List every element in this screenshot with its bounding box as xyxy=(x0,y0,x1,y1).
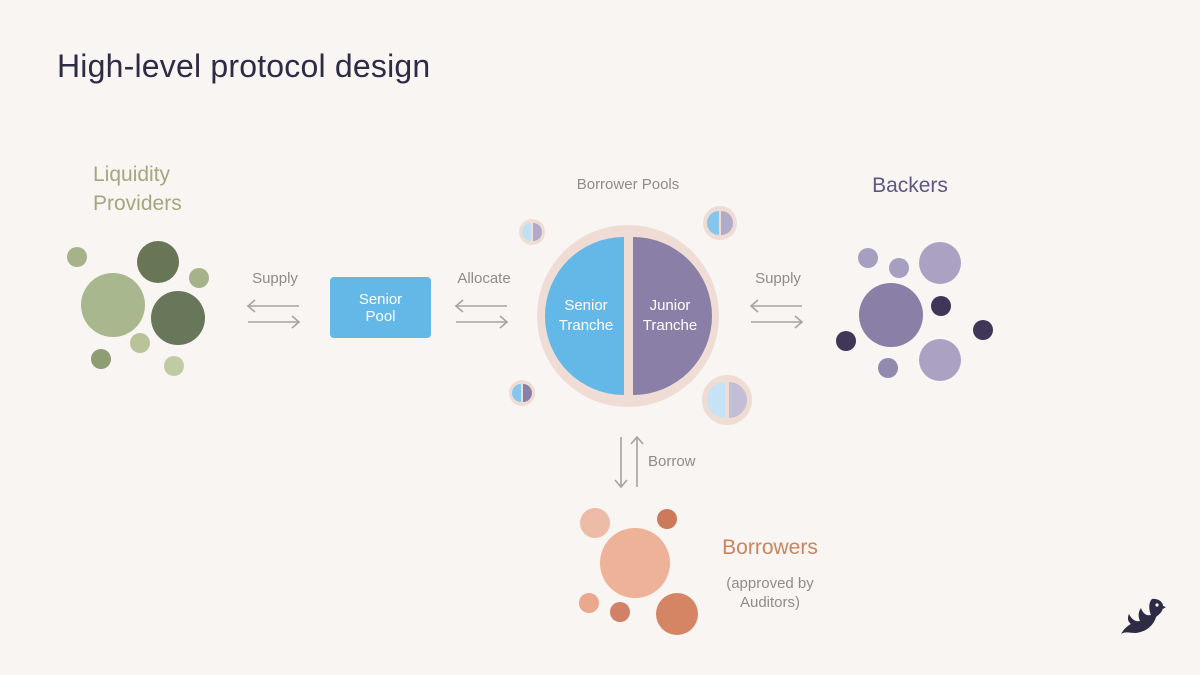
small-pool-top-right xyxy=(703,206,737,240)
arrow-borrow xyxy=(614,435,644,489)
borrow-label: Borrow xyxy=(648,453,696,470)
arrow-supply-right xyxy=(749,299,804,329)
senior-pool-node: Senior Pool xyxy=(330,277,431,338)
borrowers-note: (approved by Auditors) xyxy=(726,575,814,611)
allocate-label: Allocate xyxy=(457,270,511,287)
small-pool-bottom-left xyxy=(509,380,535,406)
borrower-pool-main xyxy=(537,225,719,407)
arrow-supply-left xyxy=(246,299,301,329)
backers-cluster xyxy=(836,242,993,381)
backers-label: Backers xyxy=(872,174,948,197)
supply-left-label: Supply xyxy=(252,270,298,287)
senior-pool-label: Senior Pool xyxy=(358,290,403,325)
small-pool-bottom-right xyxy=(702,375,752,425)
supply-right-label: Supply xyxy=(755,270,801,287)
page-title: High-level protocol design xyxy=(57,48,431,84)
borrower-pools-label: Borrower Pools xyxy=(576,176,680,193)
small-pool-top-left xyxy=(519,219,545,245)
borrowers-cluster xyxy=(579,508,698,635)
senior-tranche-label: Senior Tranche xyxy=(558,297,614,334)
arrow-allocate xyxy=(454,299,509,329)
liquidity-providers-cluster xyxy=(67,241,209,376)
goldfinch-bird-icon xyxy=(1121,598,1166,634)
liquidity-providers-label: Liquidity Providers xyxy=(93,163,182,215)
borrowers-label: Borrowers xyxy=(722,536,818,559)
junior-tranche-label: Junior Tranche xyxy=(642,297,698,334)
